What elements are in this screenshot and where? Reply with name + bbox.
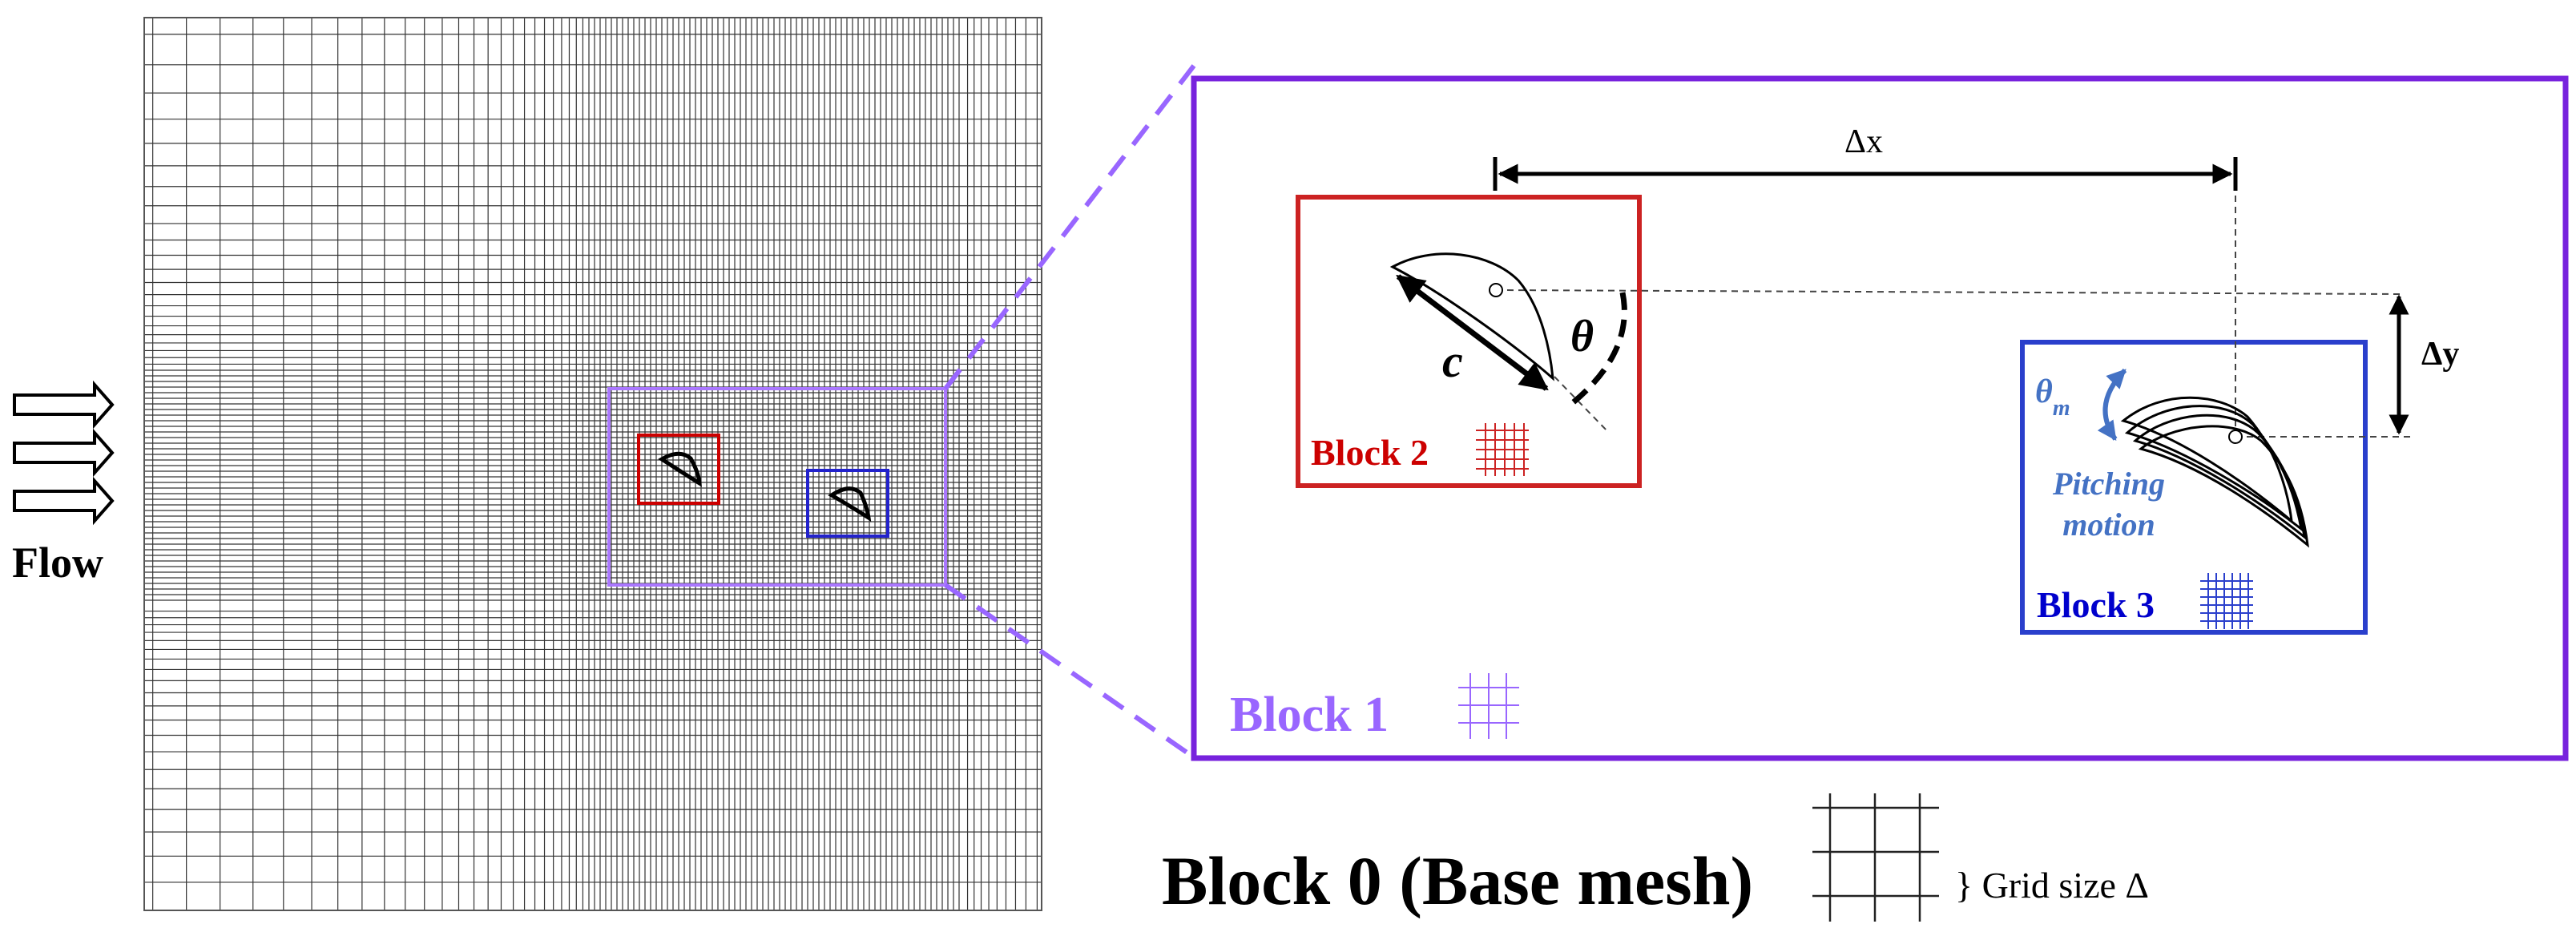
theta-arc [1568,292,1627,407]
chord-arrow [1396,274,1549,391]
mesh-airfoil-rear [828,486,872,523]
rear-airfoil-pitching [2120,396,2309,548]
chord-extension-line [1554,376,1610,434]
flow-arrow-icon [13,428,115,478]
block1-grid-icon [1458,673,1519,739]
front-pivot-point [1489,283,1503,297]
dy-label: Δy [2421,336,2459,373]
flow-arrow-icon [13,476,115,526]
pitching-label-line2: motion [2062,506,2155,543]
chord-label: c [1442,335,1463,387]
block3-grid-icon [2200,573,2253,629]
rear-pivot-point [2228,430,2243,444]
mesh-block1-outline [607,387,947,587]
block3-label: Block 3 [2037,584,2155,625]
block3-box [2020,340,2368,635]
block1-label: Block 1 [1230,688,1389,742]
flow-arrows [13,380,115,526]
theta-label: θ [1570,312,1594,361]
base-mesh-grid [144,18,1042,910]
pitching-arrow [2097,368,2127,441]
base-mesh-border [143,17,1042,911]
grid-size-label: } Grid size Δ [1955,865,2149,906]
zoom-line-bottom [944,583,1195,760]
pivot-reference-line-top [1495,289,2405,295]
block0-grid-icon [1812,793,1939,922]
front-airfoil [1389,252,1554,381]
mesh-airfoil-front [658,451,702,487]
theta-m-subscript: m [2053,396,2070,421]
block2-grid-icon [1476,423,1529,476]
dx-label: Δx [1844,123,1883,160]
block0-label: Block 0 (Base mesh) [1162,842,1753,919]
flow-label: Flow [12,539,103,587]
block2-label: Block 2 [1311,432,1429,473]
pitching-label-line1: Pitching [2052,466,2165,502]
theta-m-label: θm [2035,373,2070,421]
block2-box [1296,195,1642,488]
block1-frame [1191,75,2569,761]
zoom-line-top [943,64,1196,390]
mesh-block2-outline [637,434,720,505]
mesh-block3-outline [806,469,889,538]
theta-m-symbol: θ [2035,373,2053,410]
flow-arrow-icon [13,380,115,430]
